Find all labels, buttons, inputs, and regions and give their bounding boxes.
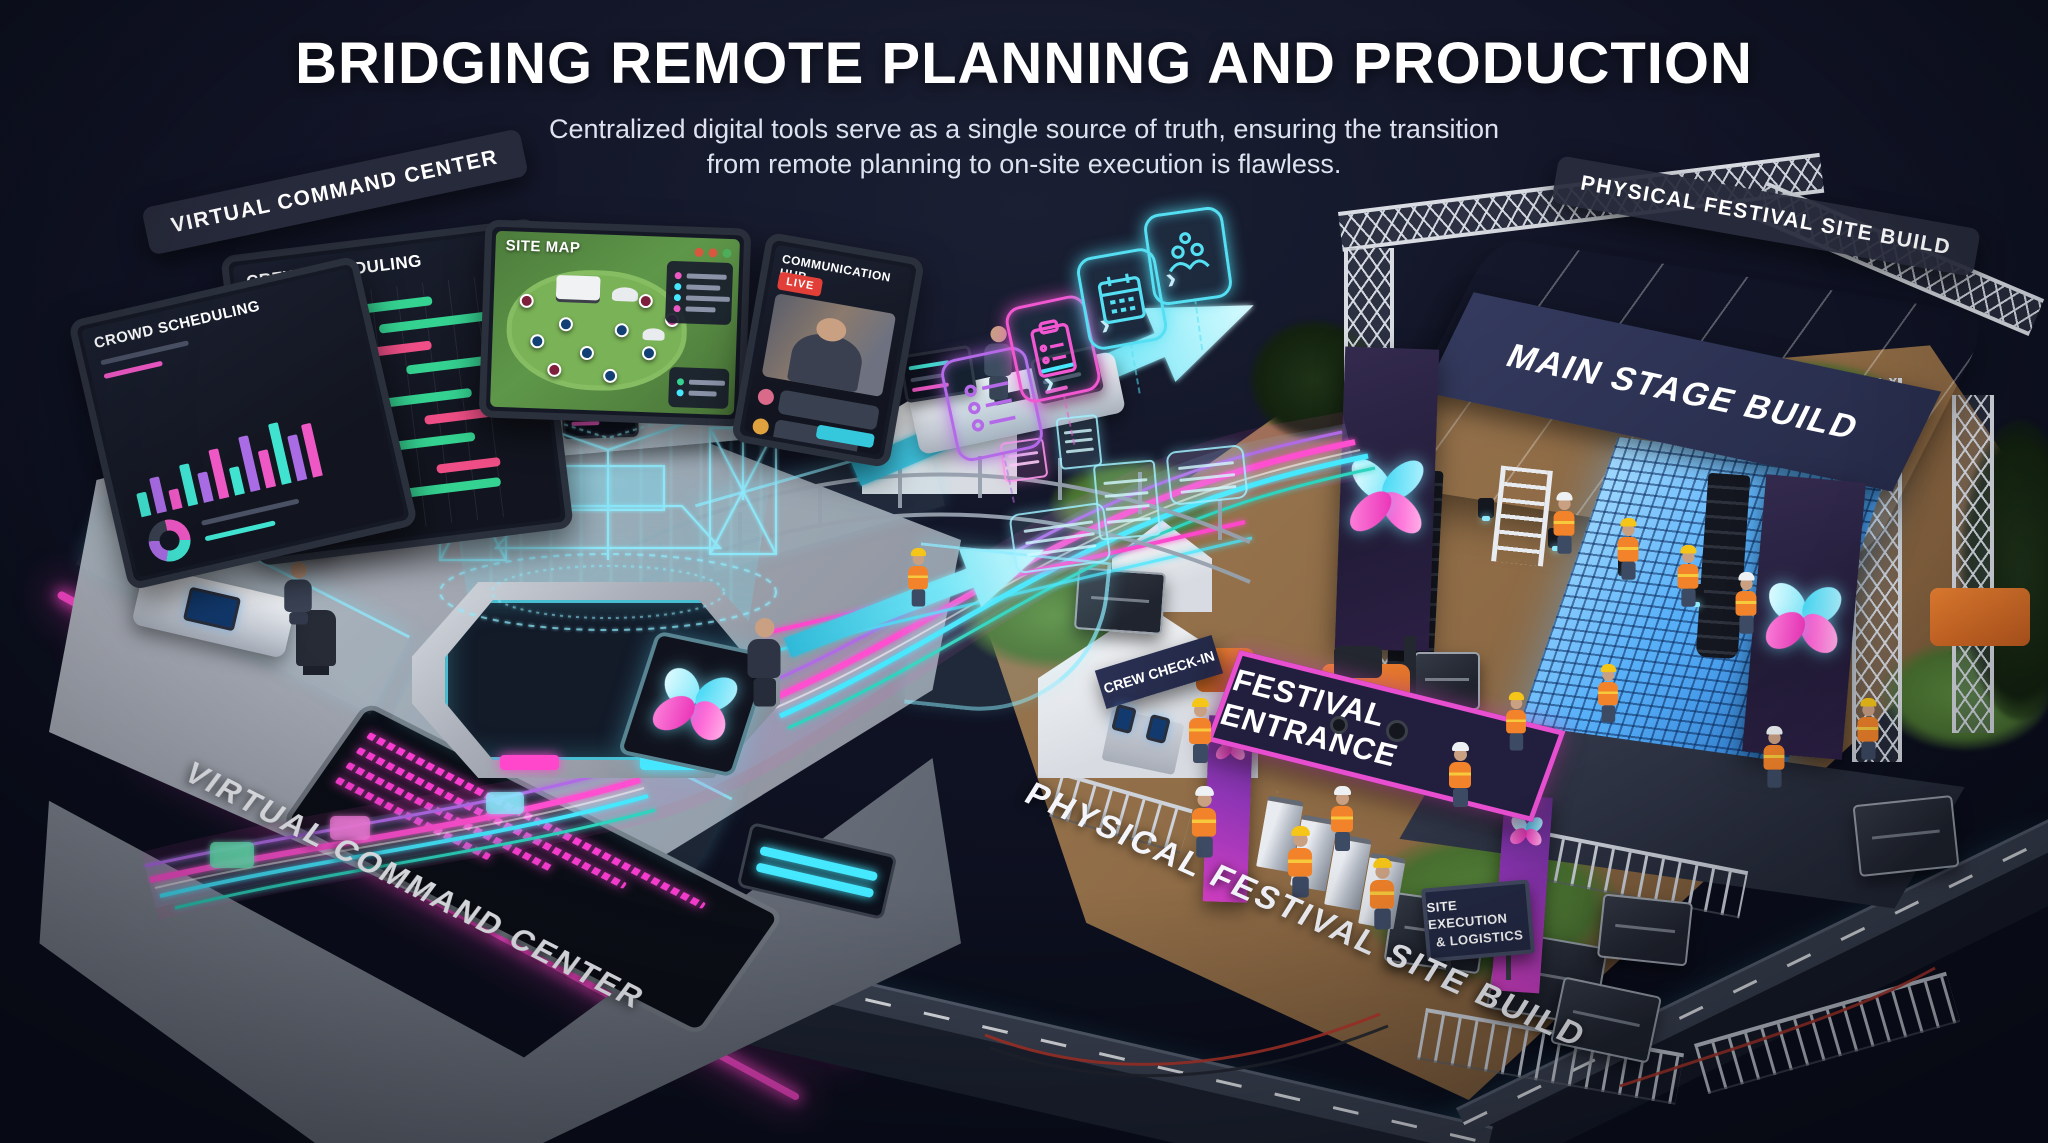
bar [257,449,277,489]
bar [136,491,152,518]
subtitle-line-2: from remote planning to on-site executio… [706,149,1342,180]
comms-dashboard: COMMUNICATION HUB LIVE [743,244,913,456]
document-icon [1092,459,1162,541]
bar [168,488,183,511]
map-pin [638,293,654,309]
worker-figure [1444,742,1476,807]
map-pin [558,317,574,332]
gantt-bar [436,456,501,474]
festival-logo [646,661,744,747]
director-figure [740,618,788,707]
festival-logo [1758,576,1850,661]
road-case [1852,794,1960,878]
worker-figure [904,548,933,607]
bar [149,476,167,514]
document-icon [1055,413,1103,471]
subtitle-line-1: Centralized digital tools serve as a sin… [548,114,1499,144]
map-pin [530,334,545,349]
forklift-wheel [1386,720,1408,742]
truss-tower [1952,395,1994,733]
chat-bubble-icon [1165,444,1249,506]
worker-figure [1853,698,1883,760]
map-pin [519,293,534,309]
pink-rim-light [500,754,560,771]
worker-figure [1184,698,1216,763]
map-pin [602,368,618,384]
logistics-sign: SITE EXECUTION & LOGISTICS [1420,879,1536,963]
bar [178,463,199,507]
worker-figure [1673,545,1703,607]
site-map-view: SITE MAP [490,230,740,416]
bar [228,466,245,496]
map-pin [641,345,657,361]
worker-figure [1549,492,1579,554]
page-subtitle: Centralized digital tools serve as a sin… [0,112,2048,182]
stage-light [1478,498,1494,521]
forklift-cage [1334,646,1382,678]
worker-figure [1364,858,1399,930]
page-title: BRIDGING REMOTE PLANNING AND PRODUCTION [295,31,1753,96]
road-case [1596,893,1694,967]
map-pin [579,345,595,361]
telehandler-vehicle [1930,588,2030,646]
worker-figure [1326,786,1358,851]
crowd-donut-chart [144,515,195,566]
worker-figure [1759,726,1789,788]
gantt-bar [404,477,502,498]
ladder [1491,465,1553,567]
map-pin [547,362,562,378]
map-pin [614,323,629,338]
monitor-site-map: SITE MAP [478,219,752,427]
worker-figure [1613,518,1643,580]
worker-figure [1731,572,1761,634]
map-legend-secondary [668,366,730,409]
team-icon [1141,204,1235,308]
video-call-person [786,329,866,393]
video-call-frame [761,293,897,398]
gantt-bar [378,311,491,334]
worker-figure [1594,664,1623,723]
stage-side-banner [1334,346,1440,652]
festival-logo [1342,451,1432,541]
crowd-dashboard: CROWD SCHEDULING [80,268,406,578]
worker-figure [1502,692,1531,751]
forklift-wheel [1330,716,1348,734]
map-legend [665,260,734,326]
bar [197,471,214,503]
operator-figure [278,562,318,625]
